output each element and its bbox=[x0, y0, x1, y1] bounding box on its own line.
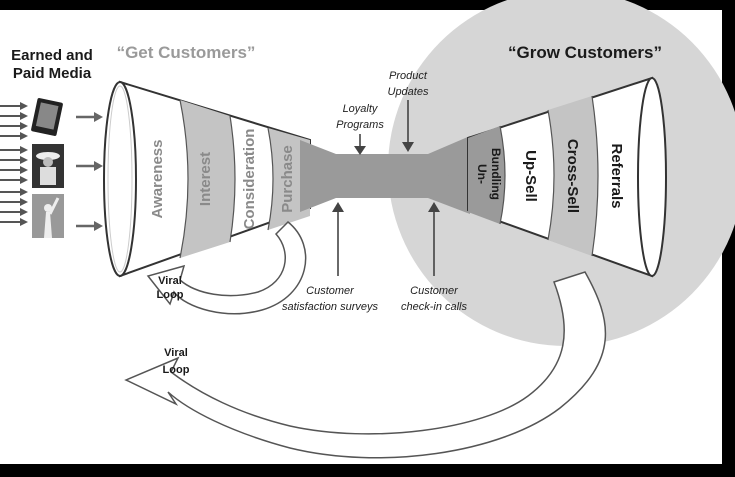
keep-customers-band bbox=[300, 136, 470, 214]
grow-customers-funnel bbox=[467, 76, 667, 278]
loyalty-arrowhead bbox=[354, 146, 366, 155]
stage-referrals: Referrals bbox=[608, 143, 625, 208]
note-surveys-line1: Customer bbox=[306, 285, 355, 297]
note-product-updates-line2: Updates bbox=[388, 86, 429, 98]
stage-up-sell: Up-Sell bbox=[522, 150, 539, 202]
stage-consideration: Consideration bbox=[241, 129, 258, 230]
viral-loop-large-arrow bbox=[124, 271, 607, 459]
stage-unbundling-line2: Bundling bbox=[489, 148, 503, 200]
viral-loop-small-line1: Viral bbox=[158, 275, 182, 287]
checkin-arrowhead bbox=[428, 202, 440, 212]
stage-awareness: Awareness bbox=[149, 140, 166, 219]
note-product-updates-line1: Product bbox=[389, 70, 428, 82]
media-input-arrows bbox=[0, 102, 28, 226]
keep-customers-title: “Keep Customers” bbox=[314, 169, 457, 186]
product-updates-arrowhead bbox=[402, 142, 414, 152]
viral-loop-small-arrow bbox=[146, 220, 307, 315]
viral-loop-large-line2: Loop bbox=[163, 364, 190, 376]
media-to-funnel-arrows bbox=[76, 112, 103, 231]
note-loyalty-line1: Loyalty bbox=[343, 103, 379, 115]
stage-cross-sell: Cross-Sell bbox=[564, 139, 581, 213]
note-checkin-line2: check-in calls bbox=[401, 301, 468, 313]
cowboy-photo-icon bbox=[32, 144, 64, 188]
note-checkin-line1: Customer bbox=[410, 285, 459, 297]
stage-unbundling-line1: Un- bbox=[475, 164, 489, 184]
tablet-icon bbox=[31, 98, 63, 136]
earned-paid-media-line1: Earned and bbox=[11, 47, 93, 64]
note-loyalty-line2: Programs bbox=[336, 119, 384, 131]
note-surveys-line2: satisfaction surveys bbox=[282, 301, 378, 313]
surveys-arrowhead bbox=[332, 202, 344, 212]
viral-loop-large-line1: Viral bbox=[164, 347, 188, 359]
earned-paid-media-line2: Paid Media bbox=[13, 65, 92, 82]
statue-of-liberty-icon bbox=[32, 194, 64, 238]
stage-interest: Interest bbox=[197, 152, 214, 206]
get-customers-title: “Get Customers” bbox=[117, 43, 256, 62]
stage-purchase: Purchase bbox=[279, 145, 296, 213]
viral-loop-small-line2: Loop bbox=[157, 289, 184, 301]
get-customers-funnel bbox=[103, 80, 311, 278]
grow-customers-title: “Grow Customers” bbox=[508, 43, 662, 62]
